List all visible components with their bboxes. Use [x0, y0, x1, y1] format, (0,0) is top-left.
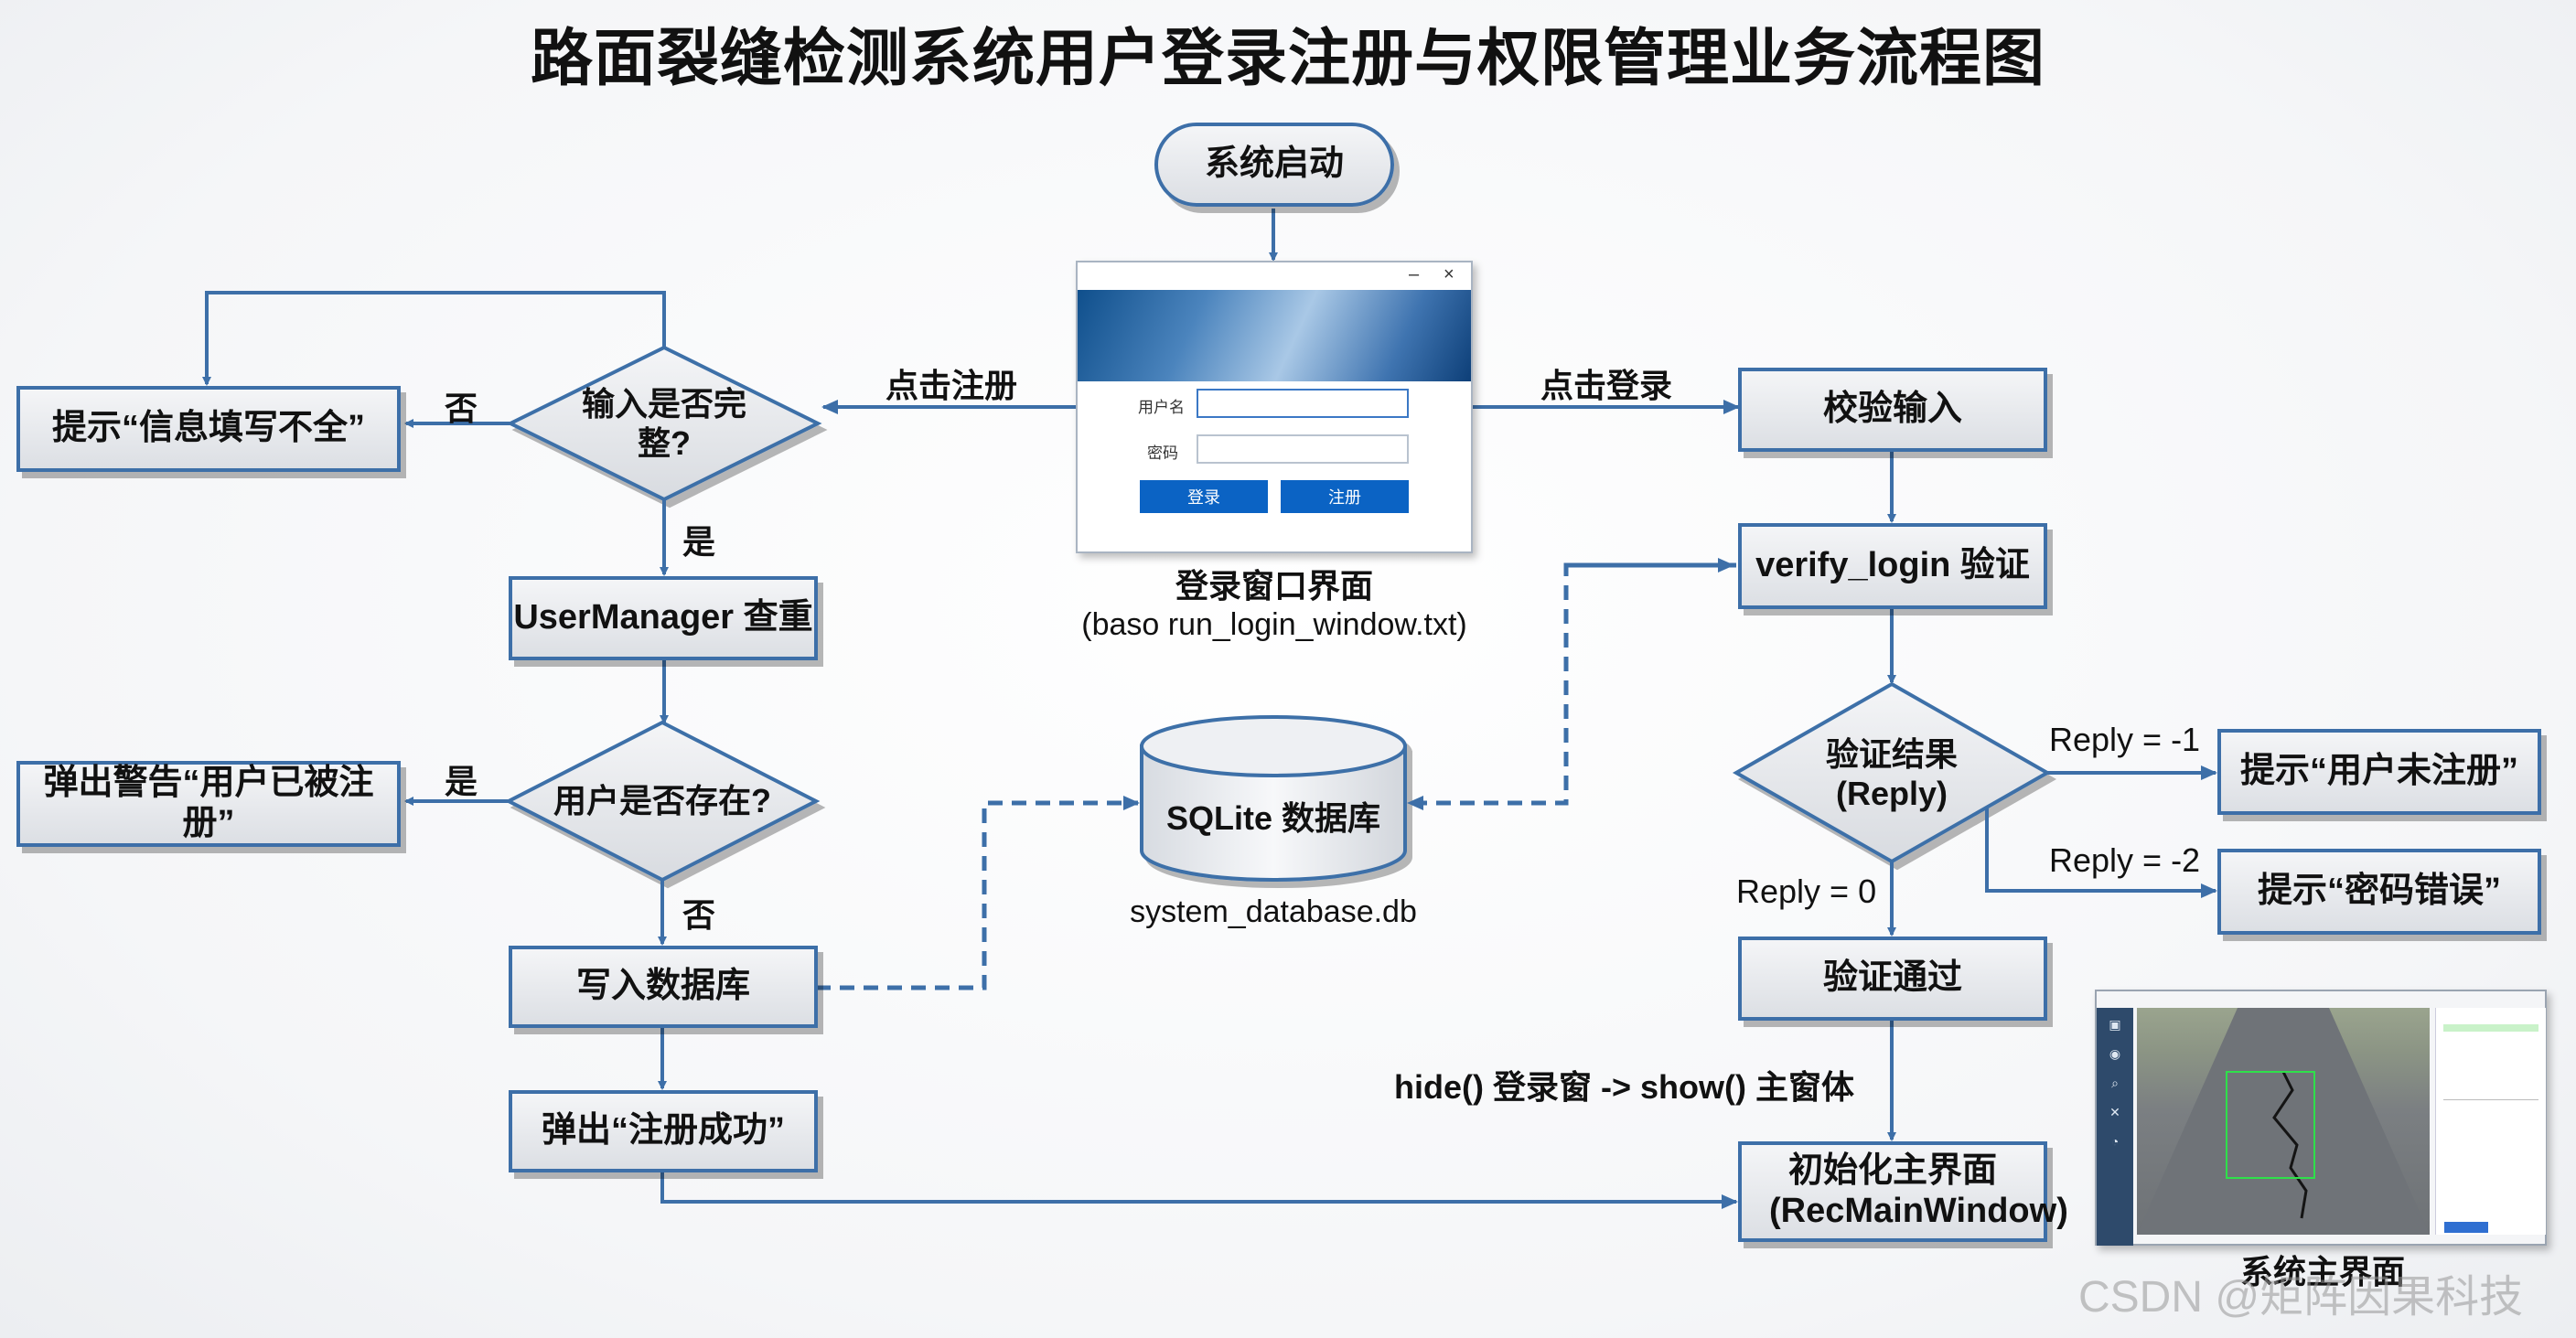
node-warn-registered: 弹出警告“用户已被注册”: [16, 761, 401, 847]
node-verify-login: verify_login 验证: [1738, 523, 2047, 609]
node-verify-pass-label: 验证通过: [1822, 958, 1962, 998]
crack-overlay: [2137, 1008, 2430, 1235]
node-hint-incomplete-label: 提示“信息填写不全”: [51, 409, 365, 448]
login-caption: 登录窗口界面 (baso run_login_window.txt): [1046, 560, 1503, 643]
db-file-name: system_database.db: [1130, 894, 1417, 929]
label-reply-neg2: Reply = -2: [2049, 841, 2201, 879]
node-init-main: 初始化主界面 (RecMainWindow): [1738, 1141, 2068, 1242]
label-click-login: 点击登录: [1540, 367, 1673, 404]
main-window-mock: ▣ ◉ ⌕ ✕ ◔: [2095, 990, 2547, 1246]
tools-icon: ✕: [2109, 1105, 2120, 1119]
password-input[interactable]: [1197, 434, 1409, 464]
node-database: SQLite 数据库: [1143, 787, 1403, 851]
node-verify-login-label: verify_login 验证: [1755, 546, 2030, 585]
node-start: 系统启动: [1154, 123, 1394, 207]
label-yes-complete: 是: [682, 523, 716, 561]
node-start-label: 系统启动: [1204, 145, 1344, 184]
node-database-label: SQLite 数据库: [1165, 799, 1381, 838]
edge-success-main: [660, 1172, 1738, 1209]
node-decision-complete: 输入是否完整?: [567, 378, 761, 469]
search-icon: ⌕: [2111, 1076, 2119, 1090]
login-banner: [1078, 290, 1471, 381]
node-decision-exists: 用户是否存在?: [549, 774, 776, 829]
edge-reply-neg2: [1985, 808, 2217, 898]
register-button[interactable]: 注册: [1281, 480, 1409, 513]
node-hint-unregistered: 提示“用户未注册”: [2217, 729, 2541, 815]
monitor-icon: ▣: [2109, 1017, 2121, 1032]
node-decision-reply-label: 验证结果 (Reply): [1825, 734, 1958, 812]
diagram-title: 路面裂缝检测系统用户登录注册与权限管理业务流程图: [530, 24, 2045, 93]
node-hint-unregistered-label: 提示“用户未注册”: [2239, 752, 2518, 791]
label-yes-exists: 是: [445, 763, 478, 800]
camera-icon: ◉: [2109, 1046, 2121, 1061]
node-decision-reply: 验证结果 (Reply): [1793, 726, 1991, 821]
password-label: 密码: [1147, 444, 1178, 462]
node-write-db-label: 写入数据库: [575, 967, 750, 1006]
node-validate-input: 校验输入: [1738, 368, 2047, 452]
node-hint-wrong-password: 提示“密码错误”: [2217, 849, 2541, 935]
database-cylinder: [1140, 715, 1407, 882]
label-no-exists: 否: [682, 896, 716, 934]
mainwin-sidebar: ▣ ◉ ⌕ ✕ ◔: [2097, 1008, 2133, 1246]
node-validate-input-label: 校验输入: [1822, 390, 1962, 429]
node-decision-exists-label: 用户是否存在?: [553, 782, 771, 820]
edge-retry-loop: [202, 291, 666, 386]
node-hint-wrong-password-label: 提示“密码错误”: [2257, 872, 2501, 911]
login-caption-file: (baso run_login_window.txt): [1081, 607, 1467, 642]
close-icon: ×: [1444, 264, 1454, 284]
node-hint-incomplete: 提示“信息填写不全”: [16, 386, 401, 472]
node-register-success: 弹出“注册成功”: [509, 1090, 818, 1172]
node-init-main-label: 初始化主界面 (RecMainWindow): [1769, 1151, 2068, 1230]
login-window-mock: – × 用户名 密码 登录 注册: [1076, 261, 1473, 553]
node-user-manager-check: UserManager 查重: [509, 576, 818, 660]
main-window-caption-title: 系统主界面: [2239, 1253, 2405, 1290]
mainwin-action-button[interactable]: [2444, 1222, 2488, 1233]
info-icon: ◔: [2110, 1134, 2120, 1149]
node-decision-complete-label: 输入是否完整?: [581, 384, 746, 462]
label-no-complete: 否: [445, 390, 478, 427]
mainwin-road-image: [2137, 1008, 2430, 1235]
login-button[interactable]: 登录: [1140, 480, 1268, 513]
node-write-db: 写入数据库: [509, 946, 818, 1028]
username-label: 用户名: [1138, 399, 1185, 416]
node-verify-pass: 验证通过: [1738, 937, 2047, 1021]
minimize-icon: –: [1409, 264, 1420, 284]
username-input[interactable]: [1197, 389, 1409, 418]
node-register-success-label: 弹出“注册成功”: [541, 1111, 785, 1151]
label-click-register: 点击注册: [886, 367, 1018, 404]
main-window-caption: 系统主界面: [2172, 1246, 2474, 1293]
label-reply-zero: Reply = 0: [1736, 872, 1877, 910]
db-caption: system_database.db: [1090, 894, 1456, 930]
edge-write-db-dashed: [816, 796, 1140, 990]
node-user-manager-check-label: UserManager 查重: [513, 598, 813, 637]
label-hide-show: hide() 登录窗 -> show() 主窗体: [1394, 1068, 1854, 1106]
watermark: CSDN @矩阵因果科技: [2078, 1273, 2524, 1322]
label-reply-neg1: Reply = -1: [2049, 721, 2201, 758]
node-warn-registered-label: 弹出警告“用户已被注册”: [43, 764, 374, 842]
mainwin-results-panel: [2435, 1008, 2546, 1235]
login-caption-title: 登录窗口界面: [1175, 567, 1373, 605]
